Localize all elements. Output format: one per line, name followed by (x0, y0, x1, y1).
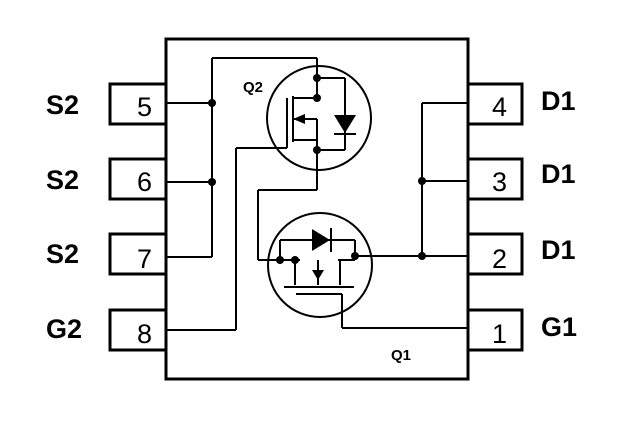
pin-2: 2 D1 (466, 232, 576, 276)
q2-dot-mid (313, 94, 321, 102)
pin-5-number: 5 (137, 92, 152, 122)
pin-8-name: G2 (46, 314, 82, 344)
pin-7: 7 S2 (46, 232, 168, 276)
pin-2-pad (466, 232, 524, 276)
wire-g2 (166, 140, 288, 331)
q2-transistor: Q2 (243, 65, 372, 171)
pin-6-pad (108, 157, 168, 201)
pin-8-pad (108, 308, 168, 352)
q1-arrow-icon (312, 270, 324, 280)
pin-7-name: S2 (46, 239, 79, 269)
pin-5: 5 S2 (46, 82, 168, 126)
pin-3: 3 D1 (466, 157, 576, 201)
pin-7-number: 7 (137, 244, 152, 274)
pin-1-number: 1 (492, 319, 507, 349)
pin-3-number: 3 (492, 167, 507, 197)
q1-dot-src (291, 256, 299, 264)
pin-6: 6 S2 (46, 157, 168, 201)
pin-6-name: S2 (46, 165, 79, 195)
wire-q2-q1 (257, 150, 318, 261)
q2-body-diode-icon (334, 115, 356, 133)
q1-label: Q1 (391, 347, 411, 364)
q1-outline (267, 212, 373, 318)
pin-6-number: 6 (137, 167, 152, 197)
pin-1-pad (466, 308, 524, 352)
pin-2-name: D1 (541, 235, 576, 265)
wire-s2 (166, 57, 318, 258)
pin-7-pad (108, 232, 168, 276)
pin-8: 8 G2 (46, 308, 168, 352)
pin-4: 4 D1 (466, 82, 576, 126)
pin-4-number: 4 (492, 92, 507, 122)
wire-g1 (341, 294, 468, 329)
pin-1-name: G1 (541, 312, 577, 342)
pin-2-number: 2 (492, 244, 507, 274)
pin-3-pad (466, 157, 524, 201)
q2-outline (266, 65, 372, 171)
q2-label: Q2 (243, 79, 263, 96)
q2-arrow-icon (293, 114, 305, 124)
q1-body-diode-icon (312, 229, 330, 251)
pin-8-number: 8 (137, 319, 152, 349)
pin-5-name: S2 (46, 90, 79, 120)
pin-5-pad (108, 82, 168, 126)
pin-4-name: D1 (541, 86, 576, 116)
pin-1: 1 G1 (466, 308, 577, 352)
wire-d1 (355, 102, 468, 260)
pin-3-name: D1 (541, 159, 576, 189)
